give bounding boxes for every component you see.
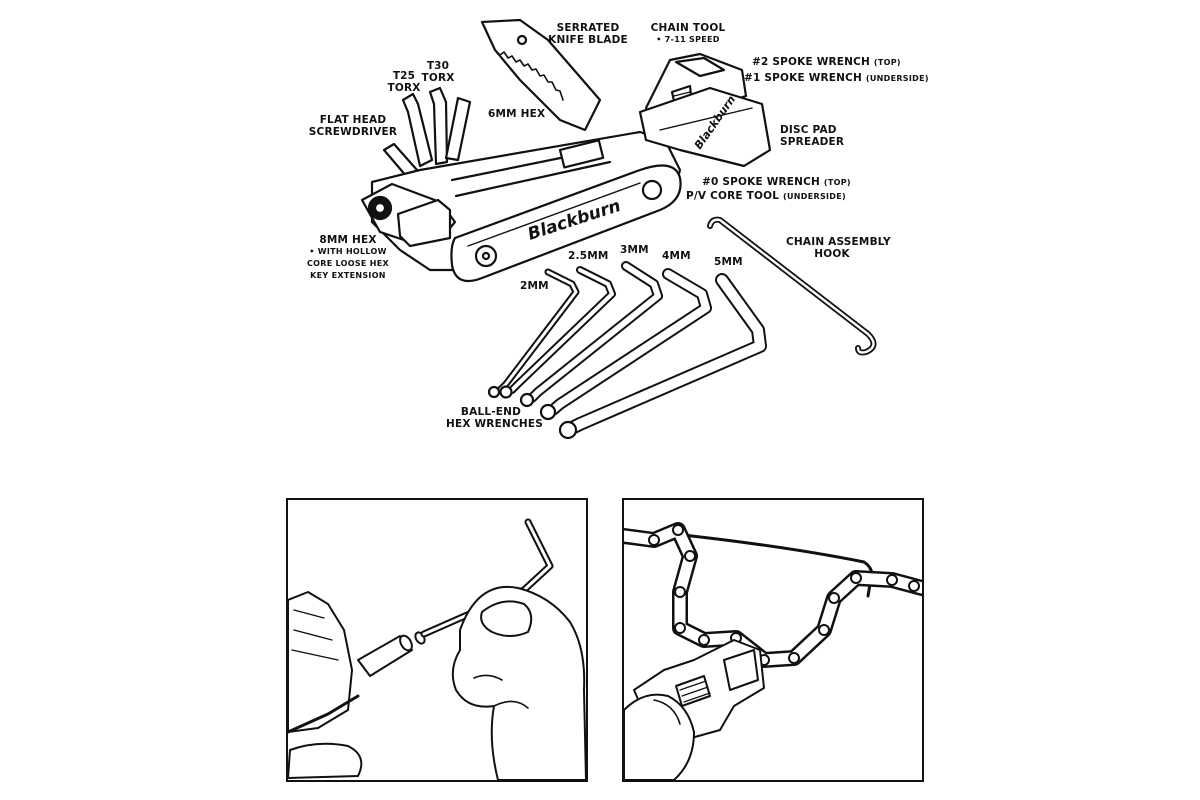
panel-hex-extension bbox=[286, 498, 588, 782]
panel-chain-tool-usage bbox=[622, 498, 924, 782]
knife-blade-icon bbox=[480, 18, 602, 132]
multitool-illustration: Blackburn Blackburn bbox=[360, 18, 877, 440]
label-3mm: 3MM bbox=[620, 244, 649, 256]
chain-hook-icon bbox=[707, 216, 877, 356]
hex-wrench-2-5mm-icon bbox=[499, 266, 616, 399]
tool-body-icon: Blackburn bbox=[360, 130, 682, 283]
label-8mm-hex: 8MM HEX • WITH HOLLOW CORE LOOSE HEX KEY… bbox=[306, 234, 390, 280]
label-2mm: 2MM bbox=[520, 280, 549, 292]
label-6mm-hex: 6MM HEX bbox=[488, 108, 546, 120]
chain-tool-usage-illustration bbox=[624, 522, 922, 780]
chain-tool-icon: Blackburn bbox=[638, 52, 772, 168]
label-2-5mm: 2.5MM bbox=[568, 250, 609, 262]
bike-chain-icon bbox=[624, 522, 922, 668]
label-spoke-wrench-0: #0 SPOKE WRENCH (TOP) bbox=[702, 176, 851, 188]
label-4mm: 4MM bbox=[662, 250, 691, 262]
label-pv-core-tool: P/V CORE TOOL (UNDERSIDE) bbox=[686, 190, 846, 202]
label-spoke-wrench-1: #1 SPOKE WRENCH (UNDERSIDE) bbox=[744, 72, 929, 84]
hex-extension-illustration bbox=[288, 518, 586, 780]
hex-wrench-4mm-icon bbox=[539, 268, 712, 421]
label-5mm: 5MM bbox=[714, 256, 743, 268]
hex-wrench-5mm-icon bbox=[558, 273, 767, 440]
hex-wrench-3mm-icon bbox=[519, 261, 663, 408]
label-chain-tool: CHAIN TOOL • 7-11 SPEED bbox=[650, 22, 726, 44]
label-spoke-wrench-2: #2 SPOKE WRENCH (TOP) bbox=[752, 56, 901, 68]
